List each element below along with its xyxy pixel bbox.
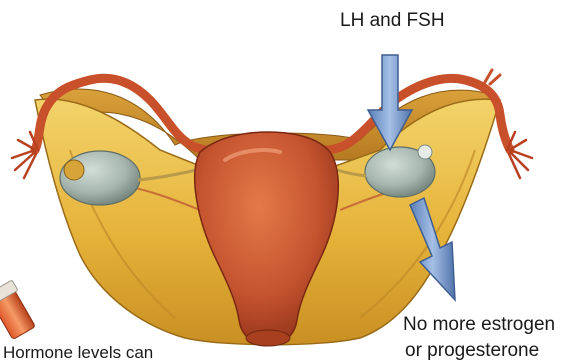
follicle-right	[418, 145, 432, 159]
cervix	[246, 330, 290, 346]
fimbriae-right	[507, 132, 532, 178]
corpus-luteum-left	[64, 160, 84, 180]
progesterone-label: or progesterone	[405, 340, 539, 362]
hormone-levels-label: Hormone levels can	[3, 343, 153, 363]
pill-vial-icon	[0, 280, 38, 341]
lh-fsh-label: LH and FSH	[340, 10, 445, 32]
fimbriae-left	[12, 132, 38, 178]
no-more-estrogen-label: No more estrogen	[403, 314, 555, 336]
fimbriae-top-right	[485, 70, 500, 84]
